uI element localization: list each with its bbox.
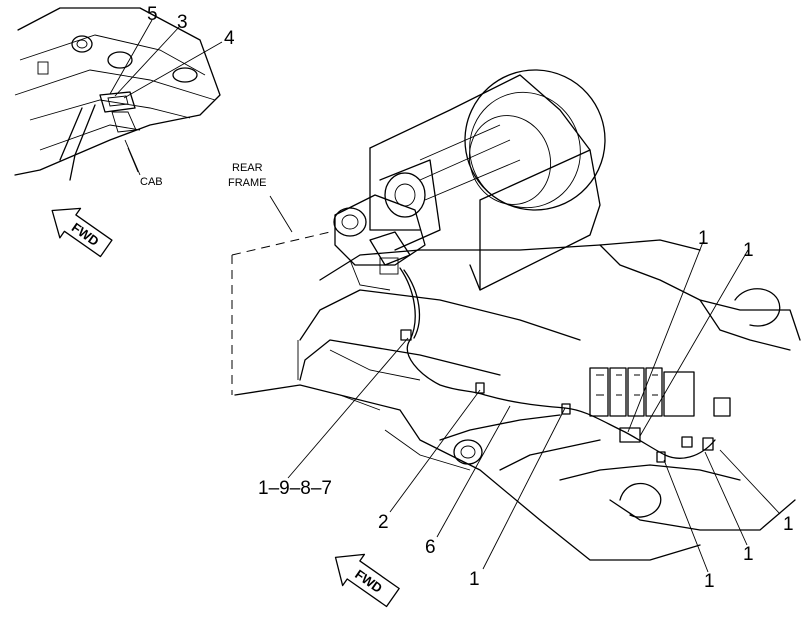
clamp-g (702, 437, 714, 451)
main-view: REAR FRAME (228, 69, 801, 608)
hose-route (399, 267, 716, 459)
cab-label: CAB (140, 176, 163, 188)
rear-frame-label-line2: FRAME (228, 177, 267, 189)
callout-1-lower-right: 1 (743, 544, 754, 565)
callout-1-top-a: 1 (698, 228, 709, 249)
rear-frame-label-line1: REAR (232, 162, 263, 174)
inset-callout-3: 3 (177, 12, 188, 33)
clamp-f (681, 436, 693, 448)
callout-1-bottom: 1 (469, 569, 480, 590)
valve-bank (589, 367, 731, 417)
callout-2: 2 (378, 512, 389, 533)
inset-callout-5: 5 (147, 4, 158, 25)
main-fwd-arrow: FWD (334, 553, 400, 608)
inset-view: 5 3 4 CAB FWD (14, 4, 235, 258)
callout-1-top-b: 1 (743, 240, 754, 261)
main-fwd-label: FWD (352, 567, 385, 596)
clamp-a (400, 329, 412, 341)
clamp-c (561, 403, 571, 415)
inset-fwd-label: FWD (69, 220, 102, 249)
inset-callout-4: 4 (224, 28, 235, 49)
clamp-e (656, 451, 666, 463)
callout-6: 6 (425, 537, 436, 558)
callout-1-9-8-7: 1–9–8–7 (258, 478, 332, 499)
callout-1-right: 1 (783, 514, 794, 535)
rear-frame-leader (269, 195, 293, 233)
callout-1-bottom-mid: 1 (704, 571, 715, 592)
clamp-b (475, 382, 485, 394)
inset-fwd-arrow: FWD (51, 207, 113, 258)
